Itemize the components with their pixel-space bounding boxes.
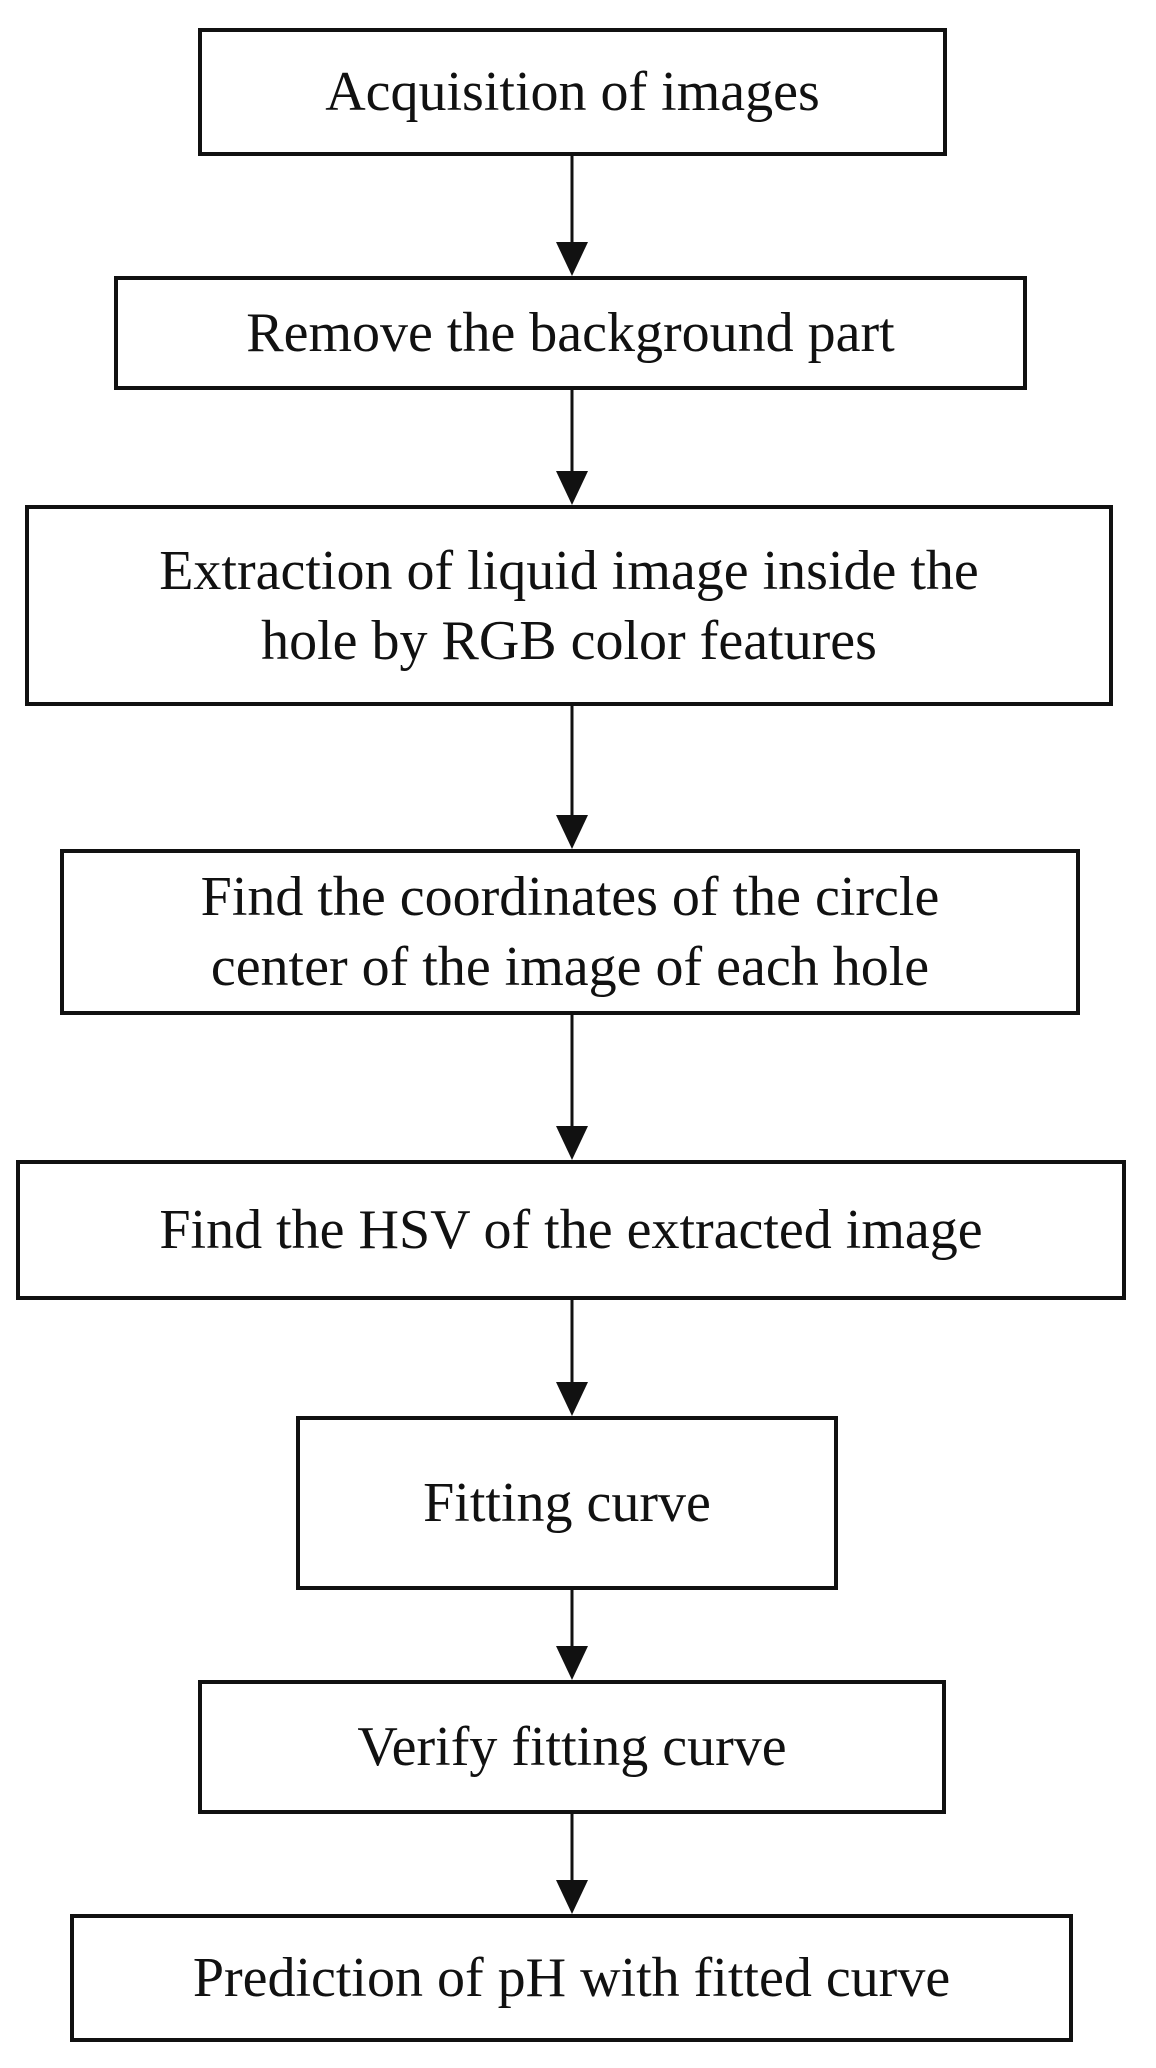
step-extract-liquid-image: Extraction of liquid image inside the ho… [25, 505, 1113, 706]
arrowhead [556, 242, 588, 276]
arrowhead [556, 1126, 588, 1160]
step-find-circle-center: Find the coordinates of the circle cente… [60, 849, 1080, 1015]
step-prediction-of-ph: Prediction of pH with fitted curve [70, 1914, 1073, 2042]
step-remove-background: Remove the background part [114, 276, 1027, 390]
arrowhead [556, 471, 588, 505]
step-verify-fitting-curve: Verify fitting curve [198, 1680, 946, 1814]
step-fitting-curve: Fitting curve [296, 1416, 838, 1590]
arrowhead [556, 1880, 588, 1914]
arrowhead [556, 815, 588, 849]
arrowhead [556, 1382, 588, 1416]
step-acquisition-of-images: Acquisition of images [198, 28, 947, 156]
step-find-hsv: Find the HSV of the extracted image [16, 1160, 1126, 1300]
arrowhead [556, 1646, 588, 1680]
